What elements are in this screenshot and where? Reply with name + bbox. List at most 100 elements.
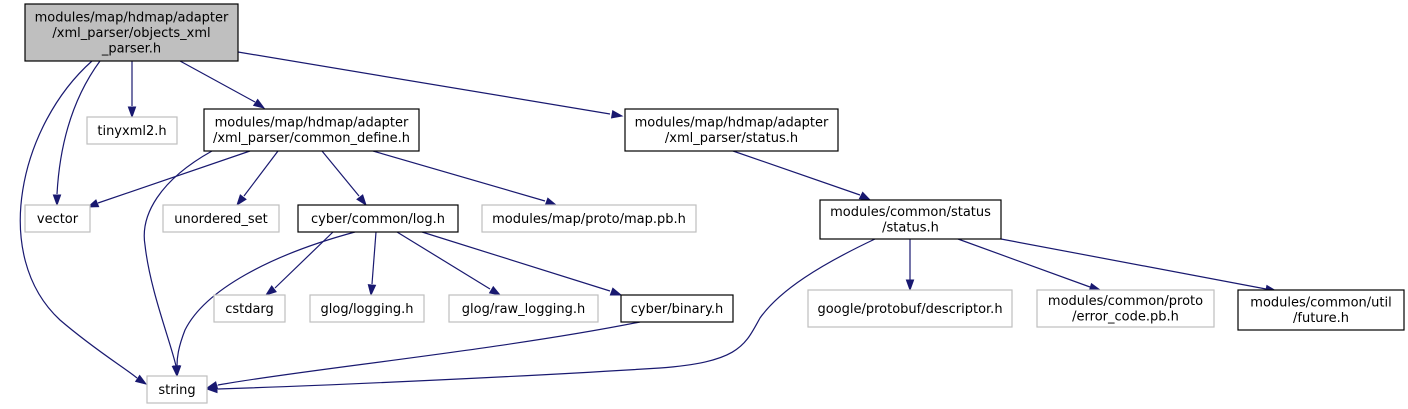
node-box [807, 289, 1013, 328]
edge-line [396, 231, 491, 290]
edge-common_status-to-future_h [1000, 238, 1278, 294]
edges-layer [19, 51, 1278, 394]
node-box [86, 116, 178, 145]
node-box [213, 294, 286, 323]
edge-line [321, 150, 360, 197]
node-label: modules/map/hdmap/adapter [635, 116, 829, 131]
node-box [24, 3, 239, 62]
node-cstdarg: cstdarg [213, 294, 286, 323]
node-binary-h[interactable]: cyber/binary.h [620, 294, 734, 323]
edge-common_define-to-string [143, 150, 213, 378]
node-glog-raw: glog/raw_logging.h [448, 294, 599, 323]
node-unordered-set: unordered_set [162, 204, 280, 233]
arrowhead-icon [205, 384, 218, 394]
arrowhead-icon [905, 279, 915, 292]
node-label: modules/common/proto [1048, 294, 1203, 309]
edge-line [371, 231, 377, 285]
node-vector: vector [24, 204, 91, 233]
arrowhead-icon [544, 197, 558, 206]
node-string: string [146, 375, 208, 404]
node-glog-logging: glog/logging.h [309, 294, 425, 323]
edge-common_status-to-descriptor [905, 239, 915, 292]
node-box [297, 204, 459, 233]
arrowhead-icon [252, 98, 266, 109]
edge-common_define-to-vector [86, 150, 251, 208]
arrowhead-icon [236, 194, 247, 207]
edge-log_h-to-glog_raw [396, 231, 502, 296]
edge-line [243, 150, 279, 197]
node-box [146, 375, 208, 404]
node-label: glog/raw_logging.h [462, 302, 585, 317]
nodes-layer: modules/map/hdmap/adapter/xml_parser/obj… [24, 3, 1405, 404]
node-common-define[interactable]: modules/map/hdmap/adapter/xml_parser/com… [203, 108, 420, 152]
node-label: modules/map/hdmap/adapter [35, 10, 229, 25]
node-label: /xml_parser/common_define.h [213, 131, 410, 146]
node-box [309, 294, 425, 323]
edge-objects_xml_parser-to-status_h_adapter [237, 51, 624, 119]
node-tinyxml2: tinyxml2.h [86, 116, 178, 145]
node-box [620, 294, 734, 323]
edge-binary_h-to-string [205, 321, 641, 390]
node-label: modules/map/hdmap/adapter [215, 116, 409, 131]
edge-line [274, 231, 334, 289]
node-label: modules/common/status [830, 205, 991, 220]
node-box [481, 204, 697, 233]
node-label: glog/logging.h [321, 302, 414, 317]
node-box [162, 204, 280, 233]
edge-objects_xml_parser-to-tinyxml2 [127, 61, 137, 119]
node-label: /xml_parser/objects_xml [52, 26, 210, 41]
node-label: vector [37, 212, 79, 227]
node-label: modules/common/util [1250, 296, 1391, 311]
arrowhead-icon [609, 287, 623, 296]
edge-line [237, 51, 611, 115]
node-box [624, 108, 839, 152]
node-label: tinyxml2.h [97, 124, 166, 139]
edge-line [179, 60, 256, 103]
edge-line [217, 321, 641, 386]
arrowhead-icon [858, 191, 872, 201]
arrowhead-icon [86, 199, 100, 208]
node-objects-xml-parser: modules/map/hdmap/adapter/xml_parser/obj… [24, 3, 239, 62]
arrowhead-icon [172, 365, 182, 378]
edge-line [176, 231, 356, 367]
node-label: /future.h [1293, 311, 1349, 326]
edge-line [97, 150, 251, 204]
arrowhead-icon [127, 106, 137, 119]
node-label: unordered_set [174, 212, 267, 227]
edge-common_status-to-error_code [957, 238, 1102, 292]
edge-line [957, 238, 1091, 288]
node-label: modules/map/proto/map.pb.h [492, 212, 686, 227]
node-box [1237, 289, 1405, 331]
edge-log_h-to-string [172, 231, 356, 378]
node-label: /xml_parser/status.h [665, 131, 798, 146]
node-common-status[interactable]: modules/common/status/status.h [819, 199, 1002, 240]
node-error-code: modules/common/proto/error_code.pb.h [1036, 289, 1215, 328]
edge-status_h_adapter-to-common_status [732, 150, 872, 201]
node-label: cstdarg [225, 302, 274, 317]
node-box [1036, 289, 1215, 328]
edge-line [217, 238, 876, 390]
edge-common_status-to-string [205, 238, 876, 394]
edge-common_define-to-log_h [321, 150, 367, 207]
edge-objects_xml_parser-to-string [19, 60, 148, 385]
node-label: cyber/binary.h [631, 302, 723, 317]
edge-line [143, 150, 213, 367]
edge-log_h-to-binary_h [421, 231, 623, 296]
node-box [448, 294, 599, 323]
node-box [819, 199, 1002, 240]
arrowhead-icon [134, 374, 148, 385]
node-label: string [158, 383, 195, 398]
node-box [24, 204, 91, 233]
arrowhead-icon [488, 285, 502, 296]
edge-common_define-to-unordered_set [236, 150, 279, 207]
edge-line [1000, 238, 1267, 290]
arrowhead-icon [264, 285, 277, 296]
edge-common_define-to-map_pb [372, 150, 558, 206]
node-status-h-adapter[interactable]: modules/map/hdmap/adapter/xml_parser/sta… [624, 108, 839, 152]
node-descriptor: google/protobuf/descriptor.h [807, 289, 1013, 328]
edge-objects_xml_parser-to-vector [52, 60, 101, 207]
arrowhead-icon [356, 194, 367, 207]
node-log-h[interactable]: cyber/common/log.h [297, 204, 459, 233]
node-future-h[interactable]: modules/common/util/future.h [1237, 289, 1405, 331]
